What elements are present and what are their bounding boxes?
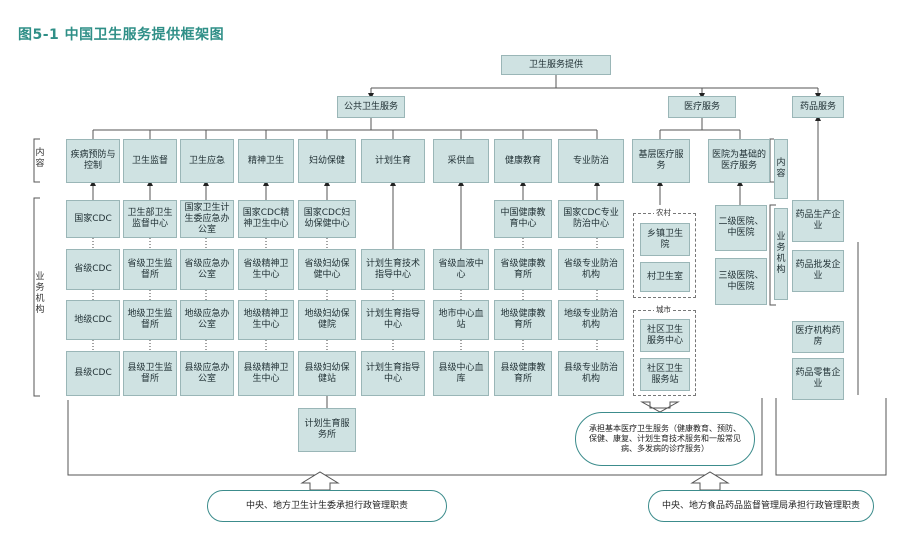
- village-clinic: 村卫生室: [640, 262, 690, 292]
- content-mental-health: 精神卫生: [238, 139, 294, 183]
- agency-national: 国家卫生计生委应急办公室: [180, 200, 234, 238]
- agency-provincial: 省级妇幼保健中心: [298, 249, 356, 290]
- row-label-content: 内容: [35, 148, 45, 169]
- agency-national: 国家CDC妇幼保健中心: [298, 200, 356, 238]
- content-health-education: 健康教育: [494, 139, 552, 183]
- root-node: 卫生服务提供: [501, 55, 611, 75]
- township-hospital: 乡镇卫生院: [640, 223, 690, 256]
- family-planning-service-box: 计划生育服务所: [298, 408, 356, 452]
- agency-county: 县级专业防治机构: [558, 351, 624, 396]
- footer-right-authority: 中央、地方食品药品监督管理局承担行政管理职责: [648, 490, 874, 522]
- urban-tag: 城市: [654, 304, 673, 315]
- medical-service-node: 医疗服务: [668, 96, 736, 118]
- drug-retailer: 药品零售企业: [792, 358, 844, 400]
- page-title: 图5-1 中国卫生服务提供框架图: [18, 27, 225, 43]
- agency-prefecture: 地级健康教育所: [494, 300, 552, 340]
- agency-county: 县级中心血库: [433, 351, 489, 396]
- row-label-agencies: 业务机构: [35, 272, 45, 315]
- agency-national: 中国健康教育中心: [494, 200, 552, 238]
- community-health-center: 社区卫生服务中心: [640, 319, 690, 352]
- agency-provincial: 省级专业防治机构: [558, 249, 624, 290]
- agency-prefecture: 地级精神卫生中心: [238, 300, 294, 340]
- hospital-pharmacy: 医疗机构药房: [792, 321, 844, 353]
- agency-provincial: 省级精神卫生中心: [238, 249, 294, 290]
- drug-manufacturer: 药品生产企业: [792, 200, 844, 242]
- agency-provincial: 计划生育技术指导中心: [361, 249, 425, 290]
- agency-prefecture: 地级卫生监督所: [123, 300, 177, 340]
- agency-county: 县级卫生监督所: [123, 351, 177, 396]
- content-blood-supply: 采供血: [433, 139, 489, 183]
- agency-provincial: 省级应急办公室: [180, 249, 234, 290]
- content-family-planning: 计划生育: [361, 139, 425, 183]
- content-disease-control: 疾病预防与控制: [66, 139, 120, 183]
- agency-county: 县级应急办公室: [180, 351, 234, 396]
- agency-provincial: 省级健康教育所: [494, 249, 552, 290]
- rural-tag: 农村: [654, 207, 673, 218]
- agency-national: 国家CDC精神卫生中心: [238, 200, 294, 238]
- row-label-content-right: 内容: [774, 139, 788, 199]
- agency-county: 县级精神卫生中心: [238, 351, 294, 396]
- community-health-station: 社区卫生服务站: [640, 358, 690, 391]
- content-health-supervision: 卫生监督: [123, 139, 177, 183]
- footer-left-authority: 中央、地方卫生计生委承担行政管理职责: [207, 490, 447, 522]
- content-specialized-prevention: 专业防治: [558, 139, 624, 183]
- agency-national: 卫生部卫生监督中心: [123, 200, 177, 238]
- drug-service-node: 药品服务: [792, 96, 844, 118]
- agency-prefecture: 地级应急办公室: [180, 300, 234, 340]
- agency-provincial: 省级CDC: [66, 249, 120, 290]
- secondary-hospital: 二级医院、中医院: [715, 205, 767, 251]
- primary-care-callout: 承担基本医疗卫生服务（健康教育、预防、保健、康复、计划生育技术服务和一般常见病、…: [575, 412, 755, 466]
- agency-provincial: 省级卫生监督所: [123, 249, 177, 290]
- agency-county: 县级妇幼保健站: [298, 351, 356, 396]
- content-hospital-care: 医院为基础的医疗服务: [708, 139, 770, 183]
- agency-prefecture: 计划生育指导中心: [361, 300, 425, 340]
- content-maternal-child: 妇幼保健: [298, 139, 356, 183]
- content-primary-care: 基层医疗服务: [632, 139, 690, 183]
- agency-provincial: 省级血液中心: [433, 249, 489, 290]
- agency-county: 计划生育指导中心: [361, 351, 425, 396]
- public-health-node: 公共卫生服务: [337, 96, 405, 118]
- row-label-agencies-right: 业务机构: [774, 208, 788, 300]
- agency-prefecture: 地级妇幼保健院: [298, 300, 356, 340]
- agency-national: 国家CDC专业防治中心: [558, 200, 624, 238]
- agency-prefecture: 地级CDC: [66, 300, 120, 340]
- agency-national: 国家CDC: [66, 200, 120, 238]
- agency-county: 县级CDC: [66, 351, 120, 396]
- agency-prefecture: 地级专业防治机构: [558, 300, 624, 340]
- drug-wholesaler: 药品批发企业: [792, 250, 844, 292]
- agency-prefecture: 地市中心血站: [433, 300, 489, 340]
- tertiary-hospital: 三级医院、中医院: [715, 258, 767, 305]
- agency-county: 县级健康教育所: [494, 351, 552, 396]
- content-health-emergency: 卫生应急: [180, 139, 234, 183]
